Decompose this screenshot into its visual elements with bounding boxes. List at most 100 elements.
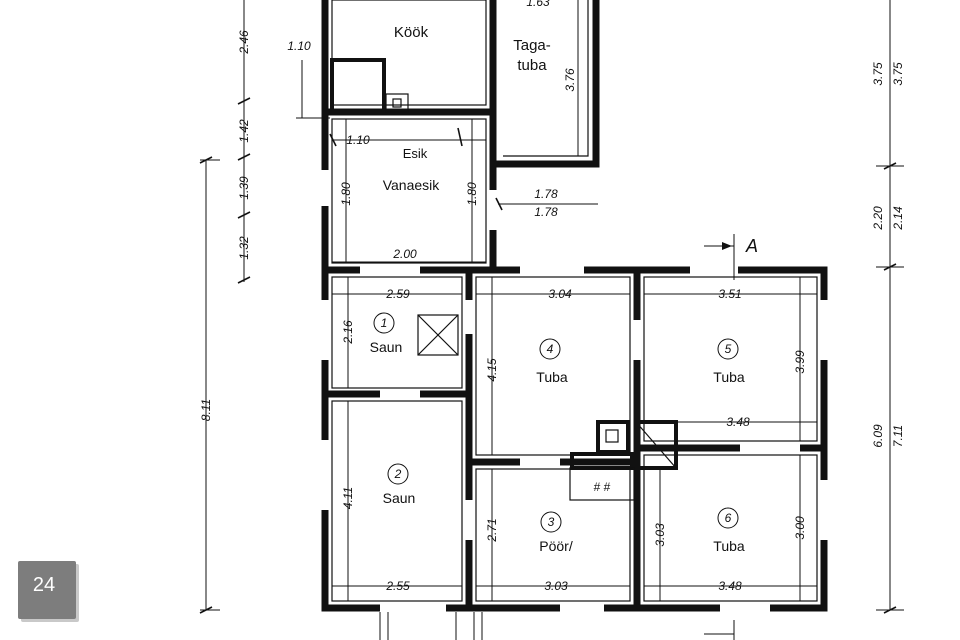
dim-right-2-20: 2.20 (871, 206, 885, 231)
dim-tuba5-width: 3.51 (718, 287, 741, 301)
door-gap-16 (380, 389, 420, 399)
page-number-badge: 24 (18, 561, 76, 619)
kook-inner (331, 0, 487, 106)
door-gap-13 (819, 300, 829, 360)
door-gap-5 (380, 603, 446, 613)
dim-left-1-39: 1.39 (237, 176, 251, 200)
room-poor: Pöör/ (539, 538, 573, 554)
room-number-circle-1 (373, 312, 395, 334)
room-esik: Esik (403, 146, 428, 161)
room-tuba-6: Tuba (713, 538, 745, 554)
door-gap-2 (488, 190, 498, 230)
vanaesik-inner (331, 118, 487, 264)
dim-right-3-75b: 3.75 (891, 62, 905, 86)
dim-tuba6-width: 3.48 (718, 579, 742, 593)
dim-right-3-75a: 3.75 (871, 62, 885, 86)
saun1-inner (331, 276, 463, 389)
dim-saun2-depth: 4.11 (341, 487, 355, 509)
room-kook: Köök (394, 24, 429, 41)
dim-esik-width: 1.10 (346, 133, 370, 147)
dim-tuba4-width: 3.04 (548, 287, 572, 301)
room-tagatuba-line1: Taga- (513, 37, 551, 54)
dim-right-6-09: 6.09 (871, 424, 885, 448)
room-number-2: 2 (394, 467, 402, 481)
door-gap-14 (819, 480, 829, 540)
dim-tuba6-depth: 3.00 (793, 516, 807, 540)
poor-inner (475, 468, 631, 602)
dim-passage-b: 1.78 (534, 205, 558, 219)
dim-saun2-width: 2.55 (385, 579, 410, 593)
dim-tagatuba-depth: 3.76 (563, 68, 577, 92)
page-number: 24 (32, 574, 56, 596)
dim-left-8-11-label: 8.11 (199, 399, 213, 421)
door-gap-8 (464, 300, 474, 334)
door-gap-1 (320, 170, 330, 206)
dimension-labels: 1.63 1.10 1.10 3.76 1.80 1.80 2.00 1.78 … (199, 0, 905, 593)
dim-passage-a: 1.78 (534, 187, 558, 201)
door-gap-9 (632, 320, 642, 360)
room-number-3: 3 (548, 515, 555, 529)
dim-right-2-14: 2.14 (891, 206, 905, 231)
room-number-circle-2 (387, 463, 409, 485)
room-tagatuba-line2: tuba (517, 57, 547, 74)
dim-vanaesik-right: 1.80 (465, 182, 479, 206)
room-vanaesik: Vanaesik (383, 177, 441, 193)
door-gap-18 (520, 457, 560, 467)
saun2-inner (331, 400, 463, 602)
room-number-circle-3 (540, 511, 562, 533)
section-arrow-top (722, 242, 732, 250)
door-gap-4 (690, 265, 738, 275)
room-number-1: 1 (381, 316, 388, 330)
dimension-lines (199, 0, 904, 640)
door-gap-7 (720, 603, 770, 613)
sauna-stove-cross-2 (417, 314, 459, 356)
room-number-6: 6 (725, 511, 732, 525)
stove-block-diag (635, 421, 677, 469)
room-number-circle-5 (717, 338, 739, 360)
door-gap-11 (320, 300, 330, 360)
door-gap-3 (520, 265, 584, 275)
kook-chimney (385, 93, 409, 113)
dim-left-1-32: 1.32 (237, 236, 251, 260)
dim-tuba4-depth: 4.15 (485, 358, 499, 382)
door-gap-12 (320, 440, 330, 510)
cooktop-marks: # # (594, 480, 611, 494)
room-labels: Köök Taga- tuba Esik Vanaesik 1 Saun 2 S… (370, 24, 745, 554)
room-tuba-4: Tuba (536, 369, 568, 385)
tagatuba-inner (503, 0, 589, 157)
tuba5-inner (643, 276, 818, 442)
fixtures (330, 58, 678, 501)
wall-main-outer (321, 266, 828, 612)
dim-left-2-46: 2.46 (237, 30, 251, 55)
dim-poor-width: 3.03 (544, 579, 568, 593)
dim-vanaesik-left: 1.80 (339, 182, 353, 206)
room-saun-1: Saun (370, 339, 403, 355)
kook-hearth (330, 58, 386, 114)
room-saun-2: Saun (383, 490, 416, 506)
dim-left-1-42: 1.42 (237, 119, 251, 143)
dim-poor-right: 3.03 (653, 523, 667, 547)
dim-kook-offset-label: 1.10 (287, 39, 311, 53)
door-gap-6 (560, 603, 604, 613)
room-number-4: 4 (547, 342, 554, 356)
section-marker-a: A (745, 236, 758, 256)
door-gap-17 (740, 443, 800, 453)
room-number-circle-6 (717, 507, 739, 529)
dim-saun1-width: 2.59 (385, 287, 410, 301)
wall-tagatuba-right (496, 0, 600, 168)
dim-poor-depth: 2.71 (485, 518, 499, 542)
tuba6-inner (643, 454, 818, 602)
dim-vanaesik-width: 2.00 (392, 247, 417, 261)
main-chimney-core (605, 429, 619, 443)
main-chimney (596, 420, 630, 454)
room-number-circle-4 (539, 338, 561, 360)
tuba4-inner (475, 276, 631, 456)
dim-tagatuba-width: 1.63 (526, 0, 550, 9)
kook-chimney-core (392, 98, 402, 108)
dim-right-7-11: 7.11 (891, 425, 905, 447)
sauna-stove (417, 314, 459, 356)
walls (320, 0, 829, 613)
cooktop (569, 467, 635, 501)
room-number-5: 5 (725, 342, 732, 356)
dim-tuba5-inner: 3.48 (726, 415, 750, 429)
